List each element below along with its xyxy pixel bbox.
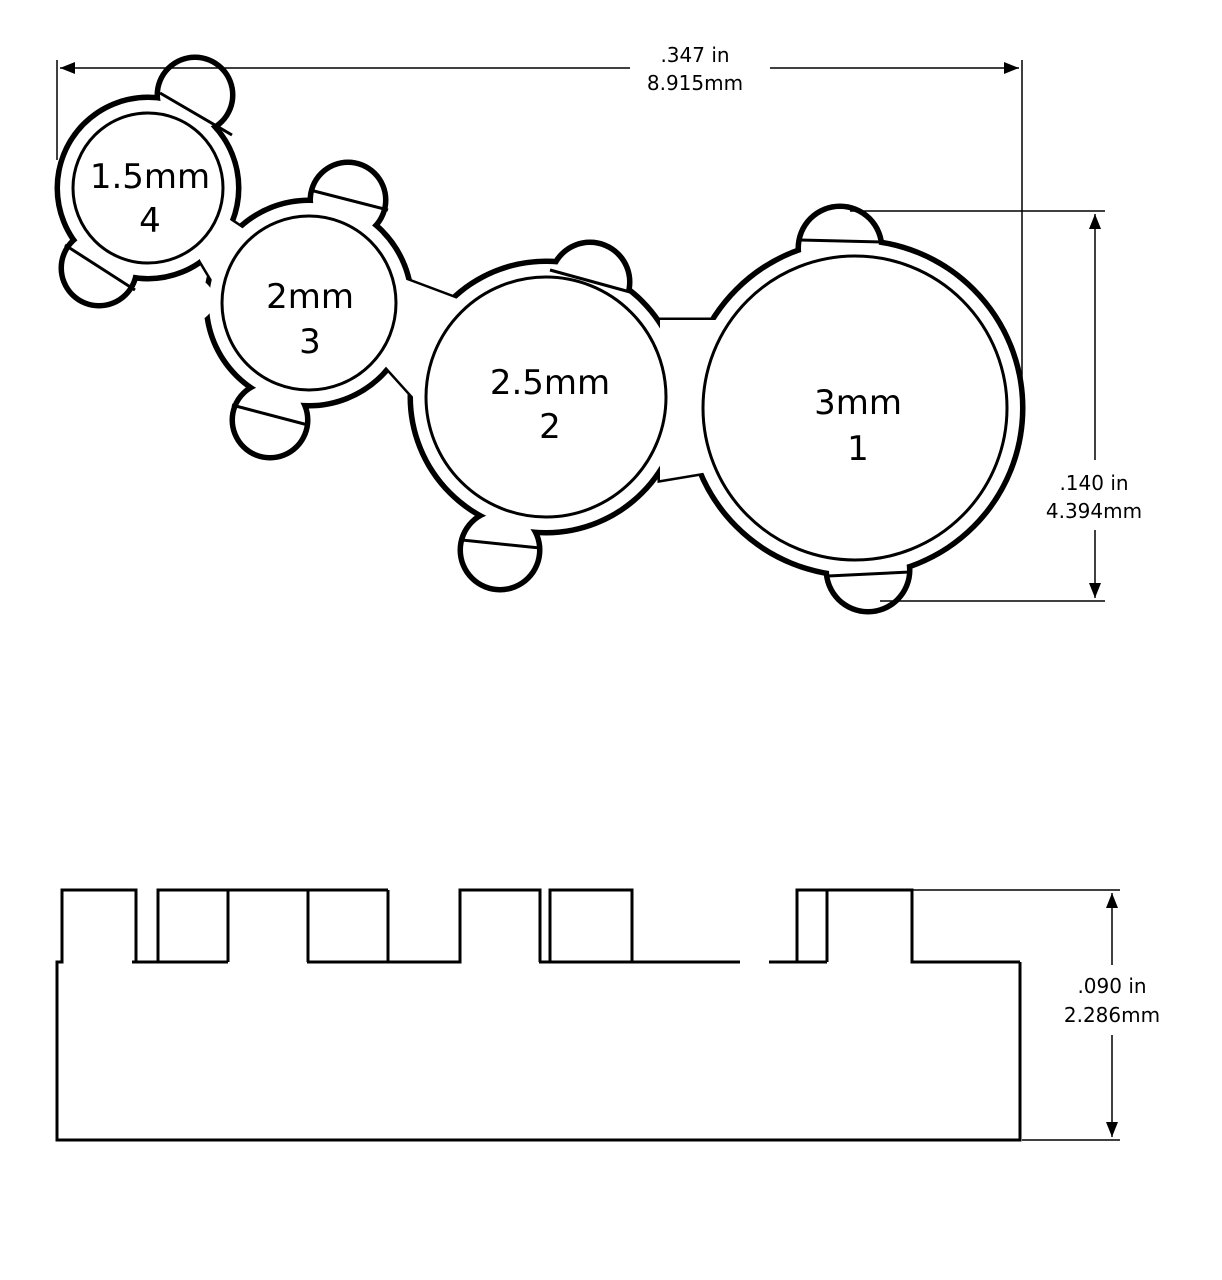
hole-1 — [701, 254, 1009, 562]
side-view — [55, 888, 1022, 1142]
height-dim-in: .140 in — [1059, 471, 1128, 495]
height-dimension — [850, 210, 1105, 602]
hole-1-number: 1 — [847, 429, 869, 469]
hole-2-size: 2.5mm — [490, 363, 610, 403]
width-dimension — [56, 60, 1023, 400]
hole-3 — [220, 214, 398, 392]
hole-4 — [71, 111, 225, 265]
hole-1-size: 3mm — [814, 383, 902, 423]
hole-2-number: 2 — [539, 407, 561, 447]
side-height-dim-in: .090 in — [1077, 974, 1146, 998]
height-dim-mm: 4.394mm — [1046, 499, 1142, 523]
hole-4-size: 1.5mm — [90, 157, 210, 197]
top-view-outline — [54, 54, 1026, 615]
side-height-dimension — [912, 889, 1120, 1141]
hole-3-number: 3 — [299, 322, 321, 362]
hole-2 — [424, 275, 668, 519]
hole-4-number: 4 — [139, 201, 161, 241]
width-dim-mm: 8.915mm — [647, 71, 743, 95]
hole-3-size: 2mm — [266, 277, 354, 317]
side-height-dim-mm: 2.286mm — [1064, 1003, 1160, 1027]
holes — [64, 91, 1009, 578]
width-dim-in: .347 in — [660, 43, 729, 67]
